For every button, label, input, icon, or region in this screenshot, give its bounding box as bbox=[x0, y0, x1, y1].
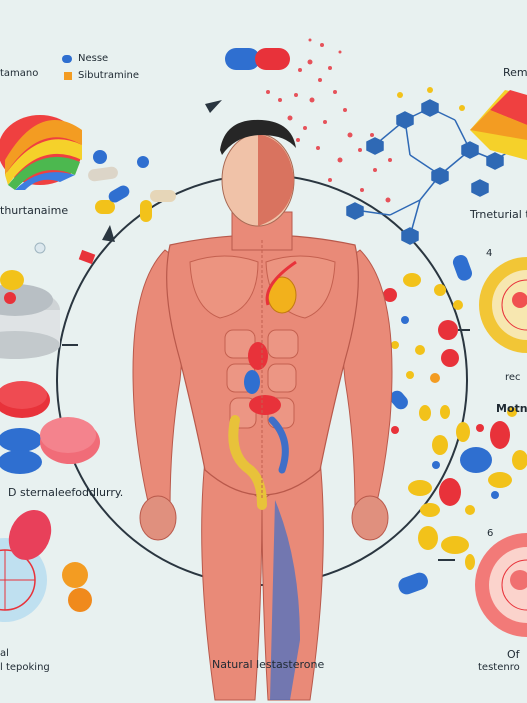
capsule-top bbox=[225, 48, 290, 70]
label-right-num: 4 bbox=[486, 248, 493, 259]
rainbow-chip-left bbox=[0, 115, 82, 190]
pill-dish bbox=[0, 242, 60, 359]
pills-top-left bbox=[78, 150, 176, 265]
legend-swatch-blue bbox=[62, 55, 72, 63]
label-bottom-left-2: l tepoking bbox=[0, 662, 50, 673]
pills-left bbox=[0, 381, 100, 474]
arrow-head-top bbox=[205, 100, 222, 113]
label-right-num2: 6 bbox=[487, 528, 494, 539]
pills-right bbox=[383, 255, 527, 595]
label-bottom-center: Natural lestasterone bbox=[212, 658, 325, 671]
arrow-head-left bbox=[102, 225, 115, 242]
legend-label-2: Sibutramine bbox=[78, 70, 139, 81]
label-right-mid: Trneturial t bbox=[470, 208, 527, 221]
label-bottom-left-1: al bbox=[0, 648, 9, 659]
label-right-bold: Motna bbox=[496, 402, 527, 415]
particle-spray bbox=[266, 38, 392, 203]
label-right-small: rec bbox=[505, 372, 521, 383]
label-top-right: Rem bbox=[503, 66, 527, 79]
label-left-low: D sternaleefoddlurry. bbox=[8, 486, 124, 499]
dial-right-top bbox=[479, 257, 527, 353]
rainbow-chip-right bbox=[470, 90, 527, 160]
molecule-nodes-yellow bbox=[397, 87, 465, 111]
dial-right-bottom bbox=[475, 533, 527, 637]
label-left-mid: thurtanaime bbox=[0, 204, 69, 217]
human-figure bbox=[132, 119, 393, 701]
legend-label-1: Nesse bbox=[78, 53, 109, 64]
pills-bottom-left bbox=[0, 509, 92, 622]
label-top-left: tamano bbox=[0, 68, 39, 79]
molecule-network bbox=[346, 99, 521, 245]
label-bottom-right-2: testenro bbox=[478, 662, 520, 673]
legend-swatch-orange bbox=[64, 72, 72, 80]
label-bottom-right-1: Of bbox=[507, 648, 520, 661]
